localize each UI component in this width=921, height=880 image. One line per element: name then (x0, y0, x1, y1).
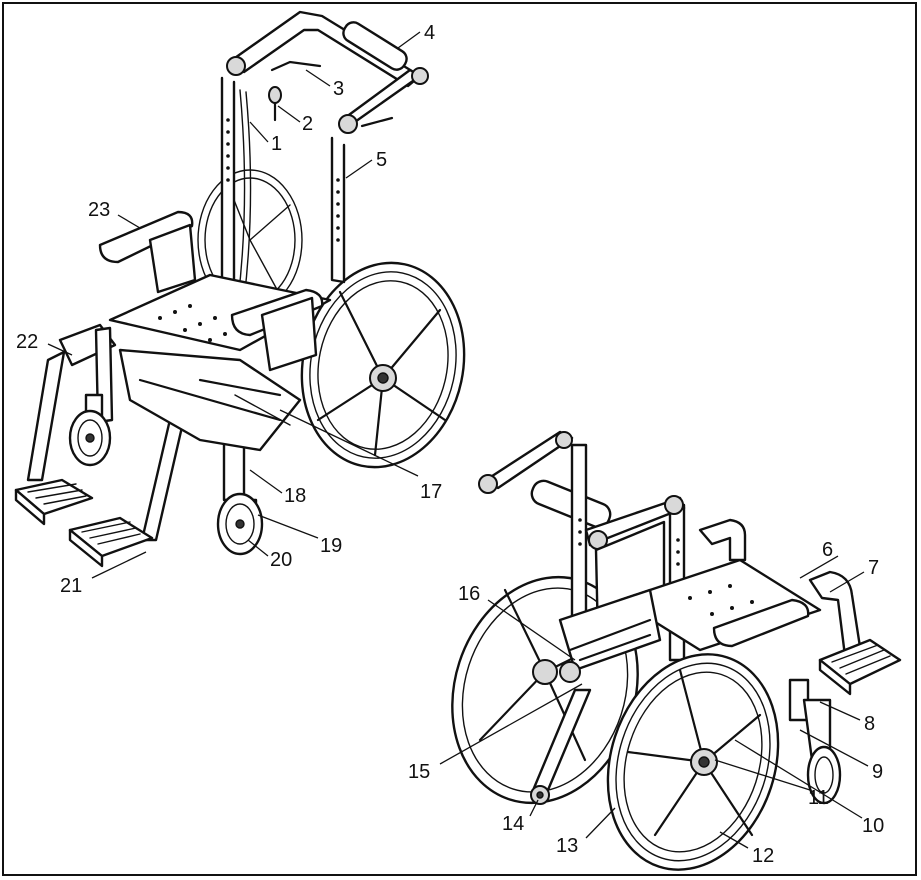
callout-15: 15 (408, 761, 430, 783)
callout-6: 6 (822, 539, 833, 561)
push-handle-frame (230, 10, 422, 88)
callout-17: 17 (420, 481, 442, 503)
callout-12: 12 (752, 845, 774, 867)
callout-20: 20 (270, 549, 292, 571)
callout-7: 7 (868, 557, 879, 579)
callout-3: 3 (333, 78, 344, 100)
callout-16: 16 (458, 583, 480, 605)
callout-14: 14 (502, 813, 524, 835)
caster-left (68, 393, 112, 467)
callout-9: 9 (872, 761, 883, 783)
seat-pan (108, 273, 332, 352)
wheelchair-front-view (14, 10, 466, 568)
leader-lines (47, 31, 869, 849)
pin-ring (268, 86, 282, 104)
callout-2: 2 (302, 113, 313, 135)
callout-numbers: 1 2 3 4 5 6 7 8 9 10 11 12 13 14 15 16 1… (16, 22, 884, 867)
legrest-left (26, 350, 66, 482)
rear-wheel-near (606, 653, 780, 871)
callout-22: 22 (16, 331, 38, 353)
callout-11: 11 (808, 787, 829, 809)
armrest-left (98, 210, 194, 264)
callout-23: 23 (88, 199, 110, 221)
seat-pan-2 (618, 558, 822, 652)
rear-wheel-right (300, 261, 466, 469)
push-handle-grip (342, 21, 408, 71)
callout-1: 1 (271, 133, 282, 155)
armrest-2 (712, 598, 810, 648)
back-post-right (330, 136, 346, 284)
callout-21: 21 (60, 575, 82, 597)
callout-10: 10 (862, 815, 884, 837)
callout-4: 4 (424, 22, 435, 44)
wheelchair-rear-view (451, 430, 902, 871)
callout-19: 19 (320, 535, 342, 557)
callout-13: 13 (556, 835, 578, 857)
callout-5: 5 (376, 149, 387, 171)
callout-8: 8 (864, 713, 875, 735)
back-post-left (220, 76, 236, 307)
callout-18: 18 (284, 485, 306, 507)
